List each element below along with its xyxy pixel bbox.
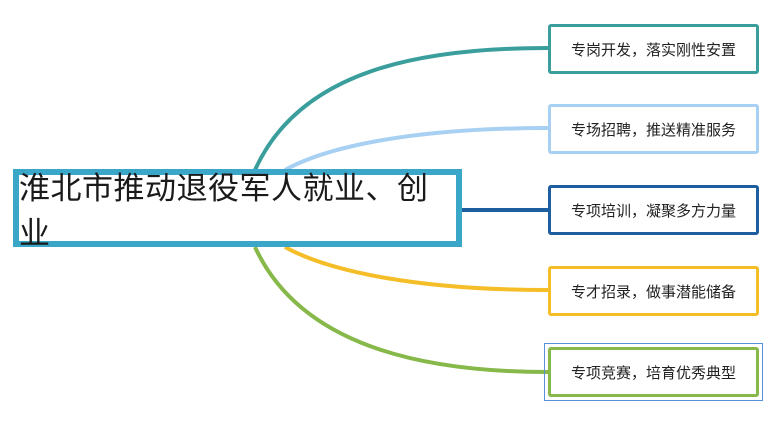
- branch-topic-4[interactable]: 专才招录，做事潜能储备: [548, 266, 759, 316]
- branch-topic-2[interactable]: 专场招聘，推送精准服务: [548, 104, 759, 154]
- branch-topic-3[interactable]: 专项培训，凝聚多方力量: [548, 185, 759, 235]
- branch-topic-label: 专项竞赛，培育优秀典型: [570, 363, 736, 382]
- branch-topic-5[interactable]: 专项竞赛，培育优秀典型: [548, 347, 759, 397]
- root-topic[interactable]: 淮北市推动退役军人就业、创业: [13, 169, 462, 252]
- connector-4: [284, 245, 549, 292]
- branch-topic-label: 专才招录，做事潜能储备: [570, 282, 736, 301]
- connector-2: [284, 126, 549, 172]
- connector-1: [253, 46, 549, 171]
- branch-topic-label: 专项培训，凝聚多方力量: [570, 201, 736, 220]
- root-topic-label: 淮北市推动退役军人就业、创业: [19, 171, 429, 252]
- branch-topic-label: 专场招聘，推送精准服务: [570, 120, 736, 139]
- selection-frame: [544, 343, 763, 401]
- connector-5: [253, 246, 549, 374]
- branch-topic-1[interactable]: 专岗开发，落实刚性安置: [548, 24, 759, 74]
- branch-topic-label: 专岗开发，落实刚性安置: [570, 40, 736, 59]
